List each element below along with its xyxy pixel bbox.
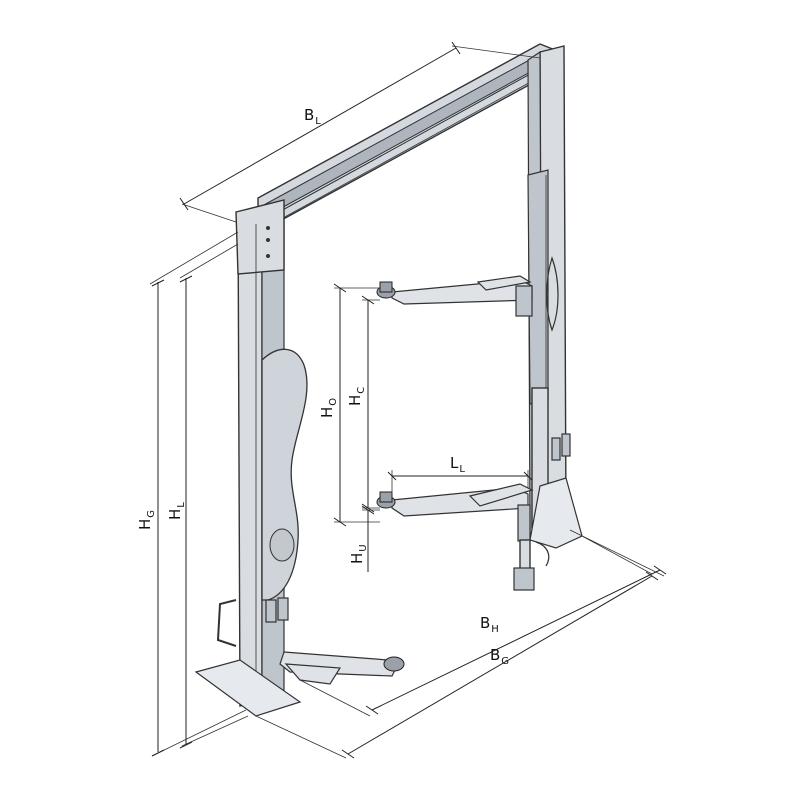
dimension-hg: HG bbox=[136, 231, 247, 757]
dimension-ho-sub: O bbox=[328, 397, 339, 406]
dimension-hl: HL bbox=[166, 243, 249, 749]
svg-text:BL: BL bbox=[304, 106, 322, 127]
dimension-bg-sub: G bbox=[501, 656, 510, 667]
svg-text:HU: HU bbox=[348, 543, 369, 564]
dimension-hc: HC bbox=[346, 295, 380, 513]
dimension-hc-main: H bbox=[346, 394, 364, 406]
svg-text:BG: BG bbox=[490, 646, 510, 667]
front-lift-arm bbox=[279, 651, 405, 685]
dimension-hu-sub: U bbox=[358, 543, 369, 551]
dimension-bh-sub: H bbox=[491, 624, 500, 635]
dimension-hu-main: H bbox=[348, 552, 366, 564]
overhead-crossbar bbox=[257, 43, 561, 225]
dimension-hc-sub: C bbox=[356, 386, 367, 394]
dimension-bg-main: B bbox=[490, 646, 501, 664]
svg-text:HO: HO bbox=[318, 397, 339, 418]
svg-text:BH: BH bbox=[480, 614, 500, 635]
upper-lift-arm bbox=[376, 275, 533, 317]
dimension-hg-sub: G bbox=[146, 509, 157, 518]
dimension-bg: BG bbox=[255, 535, 659, 759]
dimension-hg-main: H bbox=[136, 518, 154, 530]
dimension-bl-main: B bbox=[304, 106, 315, 124]
dimension-ho: HO bbox=[318, 283, 380, 527]
svg-text:HC: HC bbox=[346, 386, 367, 406]
left-post-cover bbox=[261, 348, 308, 623]
left-post-handle bbox=[216, 599, 237, 647]
dimension-ll-sub: L bbox=[459, 464, 466, 475]
lower-lift-arm bbox=[376, 483, 550, 591]
dimension-bl-sub: L bbox=[315, 116, 322, 127]
svg-text:LL: LL bbox=[450, 454, 466, 475]
dimension-hu: HU bbox=[348, 505, 380, 572]
svg-text:HL: HL bbox=[166, 501, 187, 520]
svg-text:HG: HG bbox=[136, 509, 157, 530]
left-base-plate bbox=[194, 659, 302, 717]
dimension-ll-main: L bbox=[450, 454, 459, 472]
dimension-hl-main: H bbox=[166, 508, 184, 520]
dimension-hl-sub: L bbox=[176, 501, 187, 508]
dimension-bl: BL bbox=[179, 41, 541, 223]
dimension-bh-main: B bbox=[480, 614, 491, 632]
right-post bbox=[527, 45, 583, 549]
dimension-ho-main: H bbox=[318, 406, 336, 418]
dimension-ll: LL bbox=[387, 454, 533, 494]
